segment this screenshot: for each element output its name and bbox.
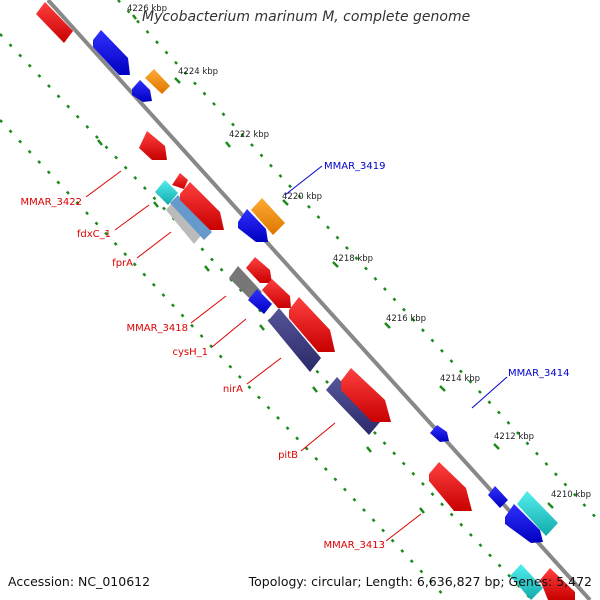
gene-arrow[interactable]: [172, 173, 188, 189]
gene-label-mmar-3422[interactable]: MMAR_3422: [21, 197, 83, 208]
gene-label-mmar-3419[interactable]: MMAR_3419: [324, 161, 386, 172]
gene-label-mmar-3418[interactable]: MMAR_3418: [127, 323, 189, 334]
gene-arrow[interactable]: [341, 368, 391, 422]
tick-label: 4210 kbp: [551, 490, 591, 500]
gene-arrow[interactable]: [430, 425, 449, 442]
gene-arrow[interactable]: [289, 297, 335, 352]
inner-features: [36, 2, 575, 600]
gene-arrow[interactable]: [155, 180, 178, 205]
gene-arrow[interactable]: [505, 504, 543, 543]
gene-labels: MMAR_3422 fdxC_1 fprA MMAR_3418 cysH_1 n…: [21, 161, 570, 551]
gene-label-pitb[interactable]: pitB: [278, 450, 298, 461]
tick-label: 4220 kbp: [282, 192, 322, 202]
gene-arrow[interactable]: [251, 198, 285, 235]
tick-label: 4224 kbp: [178, 67, 218, 77]
gene-arrow[interactable]: [248, 289, 272, 314]
gene-label-fdxc-1[interactable]: fdxC_1: [77, 229, 111, 240]
gene-arrow[interactable]: [246, 257, 272, 283]
tick-label: 4222 kbp: [229, 130, 269, 140]
tick-label: 4218 kbp: [333, 254, 373, 264]
gene-arrow[interactable]: [93, 30, 130, 75]
gene-arrow[interactable]: [488, 486, 508, 508]
gene-arrow[interactable]: [517, 491, 558, 536]
gene-arrow[interactable]: [238, 209, 268, 242]
gene-label-cysh-1[interactable]: cysH_1: [172, 347, 208, 358]
gene-label-mmar-3414[interactable]: MMAR_3414: [508, 368, 570, 379]
gene-arrow[interactable]: [180, 182, 224, 230]
gene-arrow[interactable]: [510, 564, 543, 600]
gene-arrow[interactable]: [145, 69, 170, 94]
gene-arrow[interactable]: [268, 308, 321, 372]
tick-label: 4226 kbp: [127, 4, 167, 14]
gene-arrow[interactable]: [429, 462, 472, 511]
genome-summary-text: Topology: circular; Length: 6,636,827 bp…: [248, 574, 592, 589]
gene-arrow[interactable]: [166, 198, 204, 244]
tick-label: 4212 kbp: [494, 432, 534, 442]
accession-text: Accession: NC_010612: [8, 574, 151, 589]
inner-ruler-2: [0, 119, 449, 600]
tick-labels: 4226 kbp 4224 kbp 4222 kbp 4220 kbp 4218…: [127, 4, 591, 500]
tick-label: 4214 kbp: [440, 374, 480, 384]
gene-arrow[interactable]: [540, 568, 575, 600]
gene-arrow[interactable]: [36, 2, 73, 43]
tick-label: 4216 kbp: [386, 314, 426, 324]
gene-arrow[interactable]: [326, 377, 380, 435]
genome-backbone: [46, 0, 592, 600]
gene-arrow[interactable]: [139, 131, 167, 160]
gene-arrow[interactable]: [170, 195, 212, 240]
gene-label-nira[interactable]: nirA: [223, 384, 243, 395]
gene-label-fpra[interactable]: fprA: [112, 258, 133, 269]
outer-features: [93, 30, 558, 600]
label-leaders: [85, 165, 508, 542]
inner-ruler-1: [0, 33, 533, 600]
genome-title: Mycobacterium marinum M, complete genome: [142, 9, 471, 25]
gene-label-mmar-3413[interactable]: MMAR_3413: [324, 540, 386, 551]
gene-arrow[interactable]: [262, 279, 291, 308]
ruler-ticks: [97, 14, 554, 514]
gene-arrow[interactable]: [132, 80, 152, 102]
